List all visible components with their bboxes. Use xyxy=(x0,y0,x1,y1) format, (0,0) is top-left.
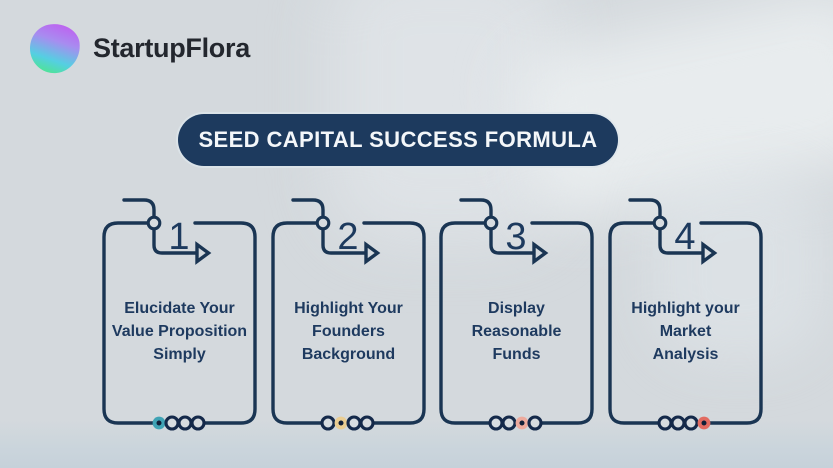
active-dot-core xyxy=(519,420,525,426)
dot xyxy=(501,415,517,431)
dot xyxy=(488,415,504,431)
step-title: Highlight Your Founders Background xyxy=(294,300,403,363)
dot xyxy=(670,415,686,431)
dot xyxy=(177,415,193,431)
step-card-4-graphic: 4 xyxy=(608,198,763,431)
node-circle xyxy=(315,215,331,231)
title-banner: SEED CAPITAL SUCCESS FORMULA xyxy=(178,114,618,166)
arrow-icon xyxy=(701,241,718,265)
active-dot-core xyxy=(338,420,344,426)
progress-dots xyxy=(657,415,711,431)
logo: StartupFlora xyxy=(27,21,250,76)
active-dot-core xyxy=(701,420,707,426)
dot xyxy=(683,415,699,431)
step-number: 4 xyxy=(674,216,695,258)
active-dot-core xyxy=(156,420,162,426)
step-number: 3 xyxy=(505,216,526,258)
dot xyxy=(346,415,362,431)
node-circle xyxy=(652,215,668,231)
arrow-icon xyxy=(195,241,212,265)
dot xyxy=(164,415,180,431)
node-circle xyxy=(146,215,162,231)
step-card-2-graphic: 2 xyxy=(271,198,426,431)
step-card-2: 2 Highlight Your Founders Background xyxy=(264,192,433,442)
logo-text: StartupFlora xyxy=(93,33,250,63)
step-title: Display Reasonable Funds xyxy=(471,300,562,363)
progress-dots xyxy=(320,415,375,431)
progress-dots xyxy=(488,415,543,431)
dot xyxy=(527,415,543,431)
dot xyxy=(657,415,673,431)
dot xyxy=(359,415,375,431)
step-title: Highlight your Market Analysis xyxy=(631,300,740,363)
step-card-1: 1 Elucidate Your Value Proposition Simpl… xyxy=(95,192,264,442)
step-card-1-graphic: 1 xyxy=(102,198,257,431)
arrow-icon xyxy=(532,241,549,265)
step-number: 1 xyxy=(168,216,189,258)
dot xyxy=(190,415,206,431)
logo-blob-icon xyxy=(27,21,83,76)
step-card-3-graphic: 3 xyxy=(439,198,594,431)
title-banner-label: SEED CAPITAL SUCCESS FORMULA xyxy=(198,127,598,152)
step-card-3: 3 Display Reasonable Funds xyxy=(432,192,601,442)
step-number: 2 xyxy=(337,216,358,258)
step-card-4: 4 Highlight your Market Analysis xyxy=(601,192,770,442)
progress-dots xyxy=(152,415,206,431)
arrow-icon xyxy=(364,241,381,265)
step-title: Elucidate Your Value Proposition Simply xyxy=(111,300,248,363)
dot xyxy=(320,415,336,431)
node-circle xyxy=(483,215,499,231)
